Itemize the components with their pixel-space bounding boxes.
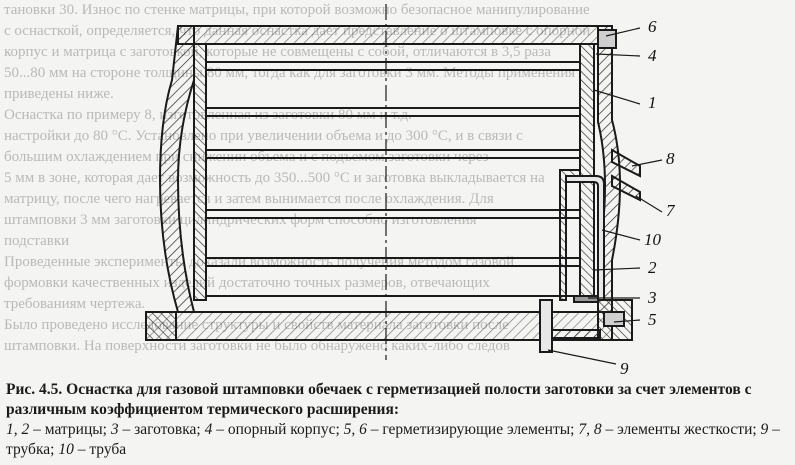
label-2: 2 bbox=[648, 258, 657, 277]
legend-num: 1, 2 bbox=[6, 421, 30, 438]
blank-3 bbox=[573, 295, 599, 303]
legend-num: 10 bbox=[58, 441, 74, 458]
label-3: 3 bbox=[647, 288, 657, 307]
label-4: 4 bbox=[648, 46, 657, 65]
label-10: 10 bbox=[644, 230, 662, 249]
legend-text: – заготовка; bbox=[118, 421, 205, 438]
legend-num: 7, 8 bbox=[578, 421, 602, 438]
background-line: матрицу, после чего нагревается и затем … bbox=[4, 191, 494, 207]
legend-text: – опорный корпус; bbox=[212, 421, 344, 438]
legend-num: 5, 6 bbox=[343, 421, 367, 438]
support-housing-left bbox=[158, 25, 196, 313]
background-line: подставки bbox=[4, 233, 70, 249]
label-7: 7 bbox=[666, 201, 676, 220]
legend-num: 4 bbox=[204, 421, 213, 438]
background-line: требованиям чертежа. bbox=[4, 296, 146, 312]
background-line: корпус и матрица с заготовкой, которые н… bbox=[4, 44, 552, 60]
legend-text: – элементы жесткости; bbox=[601, 421, 761, 438]
background-line: приведены ниже. bbox=[4, 86, 114, 102]
matrix-left bbox=[193, 43, 207, 301]
label-9: 9 bbox=[620, 359, 629, 378]
legend-num: 9 bbox=[760, 421, 769, 438]
support-housing-top bbox=[177, 25, 613, 45]
label-1: 1 bbox=[648, 93, 657, 112]
background-line: настройки до 80 °С. Установлено при увел… bbox=[4, 128, 523, 144]
background-line: штамповки 3 мм заготовки цилиндрических … bbox=[4, 212, 477, 228]
legend-text: – матрицы; bbox=[29, 421, 111, 438]
tooling-drawing: 6 4 1 8 7 10 2 3 5 9 bbox=[145, 4, 676, 378]
legend-num: 3 bbox=[110, 421, 119, 438]
base-block-left bbox=[145, 311, 177, 341]
seal-5 bbox=[603, 311, 625, 327]
stiffener-8 bbox=[611, 148, 641, 178]
background-line: тановки 30. Износ по стенке матрицы, при… bbox=[4, 2, 590, 18]
background-line: штамповки. На поверхности заготовки не б… bbox=[4, 338, 510, 354]
legend-text: – трубка; bbox=[6, 421, 780, 458]
label-6: 6 bbox=[648, 17, 657, 36]
tube-9-lower bbox=[539, 299, 553, 353]
background-text: тановки 30. Износ по стенке матрицы, при… bbox=[4, 2, 590, 354]
label-5: 5 bbox=[648, 310, 657, 329]
matrix-right bbox=[579, 43, 595, 301]
background-line: формовки качественных изделий достаточно… bbox=[4, 275, 490, 291]
pipe-10 bbox=[559, 169, 581, 301]
legend-text: – герметизирующие элементы; bbox=[366, 421, 579, 438]
background-line: 5 мм в зоне, которая дает возможность до… bbox=[4, 170, 545, 186]
legend-text: – труба bbox=[73, 441, 127, 458]
caption-legend: 1, 2 – матрицы; 3 – заготовка; 4 – опорн… bbox=[6, 420, 791, 460]
seal-top bbox=[597, 29, 617, 49]
stiffener-7 bbox=[611, 174, 641, 202]
figure-caption: Рис. 4.5. Оснастка для газовой штамповки… bbox=[6, 380, 791, 460]
caption-title: Рис. 4.5. Оснастка для газовой штамповки… bbox=[6, 381, 752, 418]
label-8: 8 bbox=[666, 149, 675, 168]
